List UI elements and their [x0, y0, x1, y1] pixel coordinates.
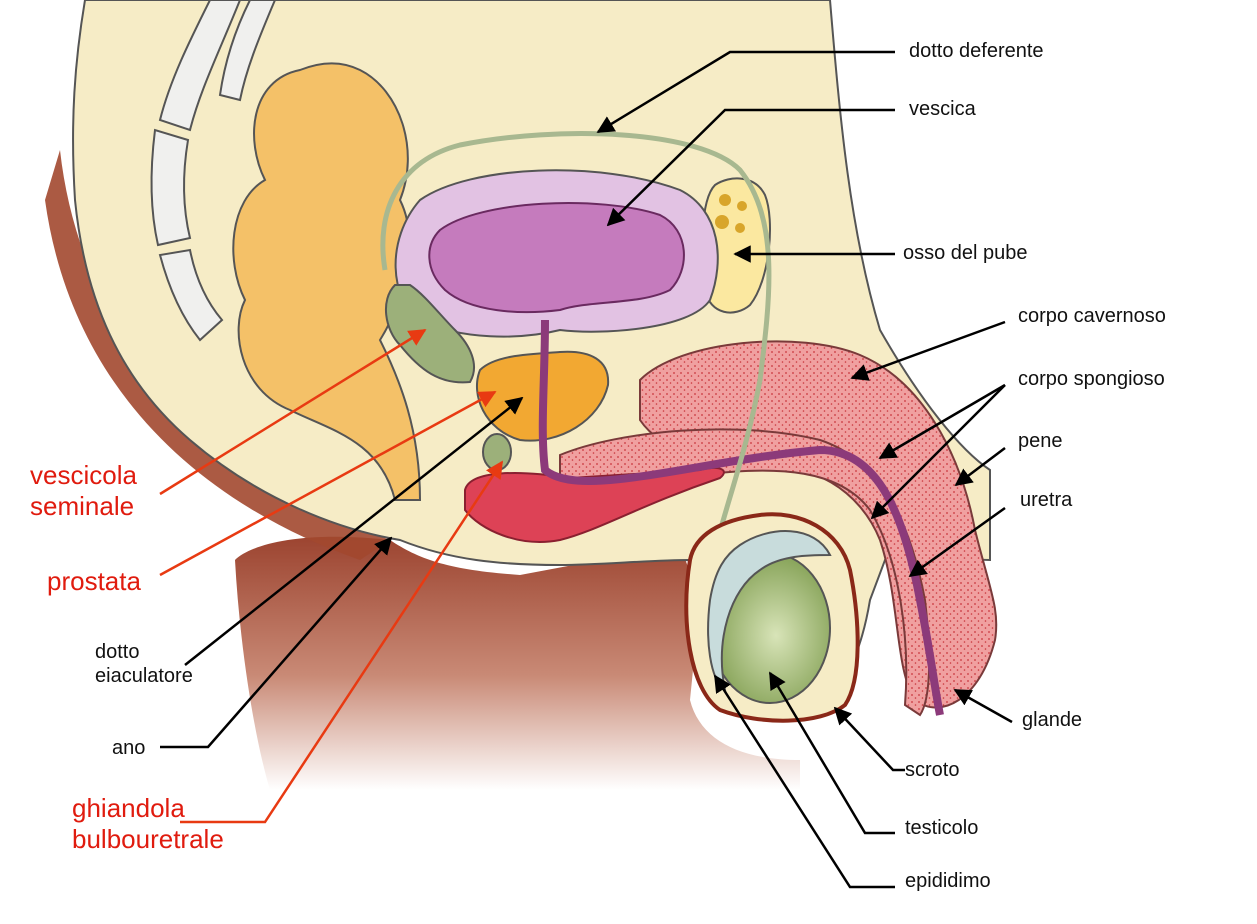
leader-lines [160, 50, 1013, 889]
label-dotto-eiaculatore-line2: eiaculatore [95, 665, 193, 687]
label-vescicola-seminale-line1: vescicola [30, 460, 137, 490]
leader-ano [160, 536, 393, 749]
leader-glande [953, 688, 1013, 724]
leader-vescicola-seminale [159, 328, 427, 496]
urethra [538, 319, 944, 716]
label-epididimo: epididimo [905, 870, 991, 892]
leader-lines-red [159, 328, 504, 824]
lower-body [45, 150, 800, 790]
label-corpo-spongioso: corpo spongioso [1018, 368, 1165, 390]
penis [464, 340, 998, 717]
label-vescicola-seminale: vescicola seminale [30, 460, 137, 522]
epididymis [707, 530, 832, 693]
label-vescica: vescica [909, 98, 976, 120]
leader-pene [954, 447, 1006, 487]
label-ghiandola-bulbouretrale: ghiandola bulbouretrale [72, 793, 224, 855]
label-scroto: scroto [905, 759, 960, 781]
label-uretra: uretra [1020, 489, 1073, 511]
label-vescicola-seminale-line2: seminale [30, 491, 135, 521]
seminal-vesicle [384, 284, 475, 384]
leader-corpo-spongioso-2 [870, 384, 1006, 520]
label-osso-del-pube: osso del pube [903, 242, 1028, 264]
bladder [394, 169, 719, 338]
rectum [232, 62, 422, 501]
label-dotto-deferente: dotto deferente [909, 40, 1044, 62]
label-ghiandola-bulbouretrale-line2: bulbouretrale [72, 824, 224, 854]
leader-corpo-cavernoso [850, 320, 1006, 381]
leader-prostata [159, 390, 497, 577]
leader-testicolo [768, 671, 895, 835]
leader-vescica [606, 108, 895, 227]
label-ano: ano [112, 737, 146, 759]
bulbourethral-gland [482, 433, 512, 471]
leader-dotto-deferente [596, 50, 895, 134]
leader-epididimo [713, 674, 895, 889]
label-testicolo: testicolo [905, 817, 979, 839]
label-prostata: prostata [47, 566, 141, 596]
sacrum [150, 0, 277, 342]
label-glande: glande [1022, 709, 1083, 731]
label-ghiandola-bulbouretrale-line1: ghiandola [72, 793, 185, 823]
label-corpo-cavernoso: corpo cavernoso [1018, 305, 1166, 327]
label-dotto-eiaculatore: dotto eiaculatore [95, 640, 193, 688]
leader-dotto-eiaculatore [184, 396, 524, 666]
leader-uretra [908, 506, 1006, 578]
leader-scroto [833, 706, 905, 772]
leader-ghiandola-bulbouretrale [180, 460, 504, 824]
label-dotto-eiaculatore-line1: dotto [95, 641, 140, 663]
leader-corpo-spongioso-1 [878, 383, 1006, 460]
label-pene: pene [1018, 430, 1063, 452]
